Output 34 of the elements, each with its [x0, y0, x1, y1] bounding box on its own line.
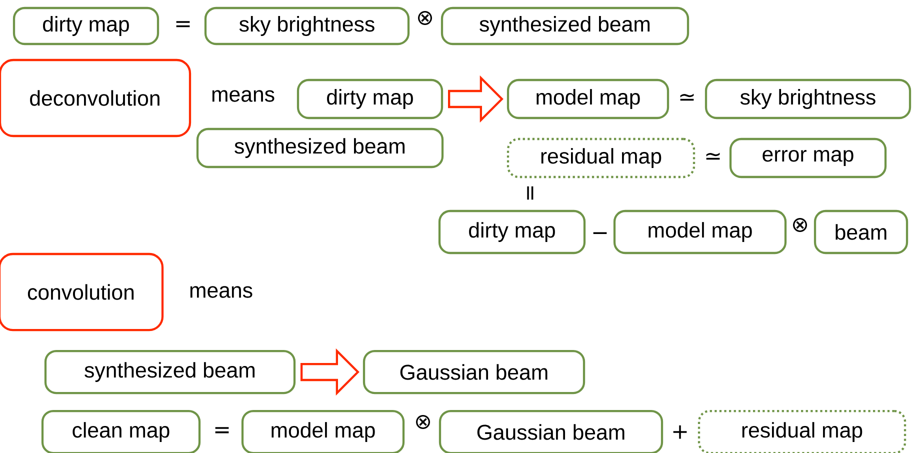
block-arrow	[300, 348, 360, 396]
operator-symbol: =	[215, 427, 229, 434]
dotted-term-box: residual map	[698, 410, 906, 453]
operator-symbol: −	[593, 232, 607, 234]
term-box: dirty map	[296, 78, 444, 120]
operator-symbol: ⊗	[793, 218, 807, 232]
operator-symbol: =	[527, 186, 534, 200]
term-box: clean map	[41, 410, 201, 453]
term-box: error map	[729, 138, 887, 178]
operator-symbol: ≃	[706, 152, 720, 160]
term-box: synthesized beam	[196, 128, 444, 168]
dotted-term-box: residual map	[506, 138, 696, 178]
term-box: Gaussian beam	[362, 350, 586, 394]
term-box: dirty map	[438, 210, 586, 254]
operator-symbol: =	[176, 21, 190, 28]
term-box: sky brightness	[704, 78, 912, 120]
heading-box: deconvolution	[0, 58, 192, 138]
term-box: model map	[506, 78, 670, 120]
term-box: model map	[613, 210, 787, 254]
term-box: model map	[241, 410, 405, 453]
connecting-word: means	[190, 286, 252, 298]
term-box: sky brightness	[204, 6, 410, 46]
block-arrow	[448, 75, 504, 123]
operator-symbol: ⊗	[416, 415, 430, 429]
operator-symbol: ⊗	[418, 11, 432, 25]
connecting-word: means	[212, 90, 274, 102]
term-box: beam	[814, 210, 908, 254]
operator-symbol: +	[673, 425, 687, 439]
operator-symbol: ≃	[680, 94, 694, 101]
heading-box: convolution	[0, 252, 164, 332]
term-box: synthesized beam	[44, 350, 296, 394]
term-box: Gaussian beam	[438, 410, 664, 453]
term-box: dirty map	[12, 6, 160, 46]
term-box: synthesized beam	[440, 6, 690, 46]
